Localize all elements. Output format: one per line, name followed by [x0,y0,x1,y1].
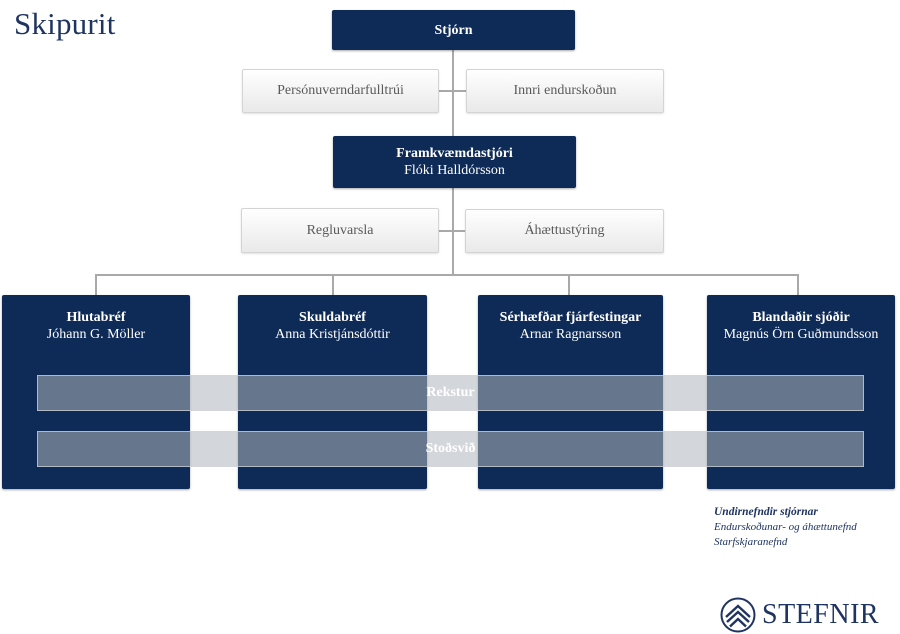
compliance-label: Regluvarsla [306,222,374,238]
board-committees: Undirnefndir stjórnar Endurskoðunar- og … [714,505,857,550]
band-operations-label: Rekstur [426,385,475,400]
connector-ceo-staff [439,230,467,232]
connector-dept-2 [332,274,334,295]
band-support: Stoðsvið [37,431,864,467]
department-title: Blandaðir sjóðir [752,310,850,325]
stefnir-logo: STEFNIR [720,597,879,633]
department-head: Arnar Ragnarsson [519,327,622,342]
stefnir-logo-icon [720,597,756,633]
department-title: Sérhæfðar fjárfestingar [499,310,642,325]
band-operations: Rekstur [37,375,864,411]
connector-dept-4 [797,274,799,295]
box-risk-management: Áhættustýring [465,209,664,253]
risk-management-label: Áhættustýring [524,223,605,238]
board-label: Stjórn [434,22,473,38]
committee-item: Starfskjaranefnd [714,536,788,548]
box-internal-audit: Innri endurskoðun [466,69,664,113]
committee-item: Endurskoðunar- og áhættunefnd [714,521,857,533]
page-title: Skipurit [14,6,116,41]
connector-departments-bar [95,274,799,276]
ceo-title: Framkvæmdastjóri [396,146,513,161]
ceo-box: Framkvæmdastjóri Flóki Halldórsson [333,136,576,188]
department-head: Magnús Örn Guðmundsson [723,327,879,342]
department-title: Hlutabréf [66,310,126,325]
connector-dept-3 [568,274,570,295]
department-head: Anna Kristjánsdóttir [275,327,390,342]
department-head: Jóhann G. Möller [46,327,146,342]
board-box: Stjórn [332,10,575,50]
box-privacy-officer: Persónuverndarfulltrúi [242,69,439,113]
logo-text: STEFNIR [762,599,880,630]
department-title: Skuldabréf [299,310,366,325]
connector-board-staff [439,90,467,92]
committees-heading: Undirnefndir stjórnar [714,506,818,518]
privacy-officer-label: Persónuverndarfulltrúi [277,83,404,98]
connector-dept-1 [95,274,97,295]
box-compliance: Regluvarsla [241,208,439,253]
ceo-name: Flóki Halldórsson [404,163,505,178]
internal-audit-label: Innri endurskoðun [513,83,617,98]
band-support-label: Stoðsvið [425,441,476,456]
